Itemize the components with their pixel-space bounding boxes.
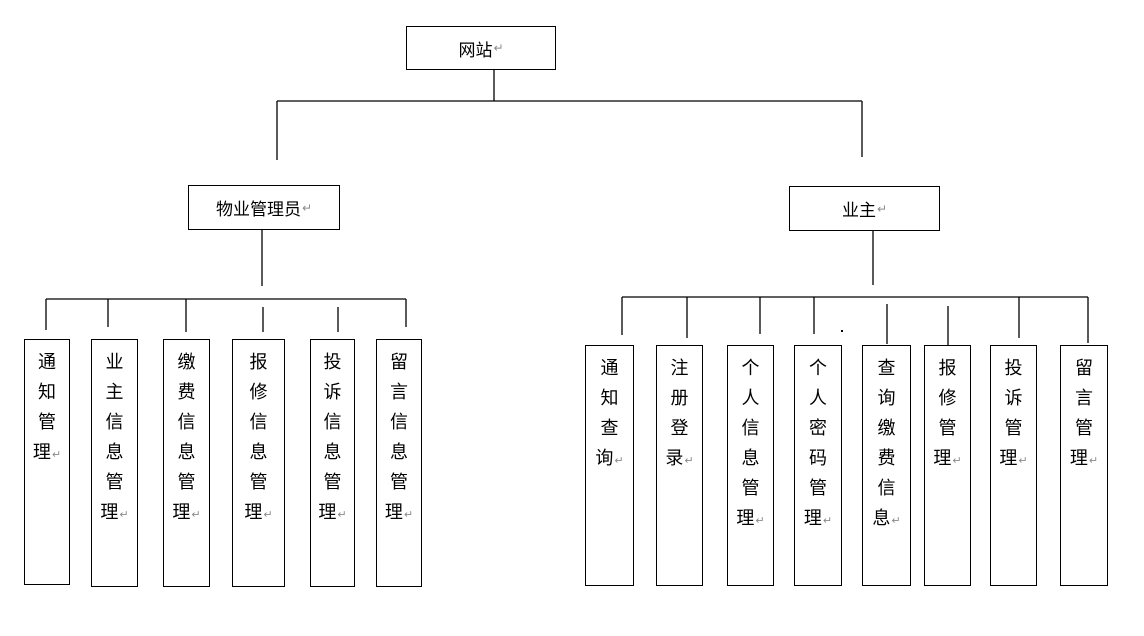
return-mark-icon: ↵ xyxy=(755,514,765,527)
leaf-node: 通知查询↵ xyxy=(585,345,634,586)
leaf-label: 通知管理↵ xyxy=(32,352,62,463)
leaf-label: 报修管理↵ xyxy=(933,358,962,469)
return-mark-icon: ↵ xyxy=(403,508,414,521)
return-mark-icon: ↵ xyxy=(263,508,273,521)
leaf-node: 报修信息管理↵ xyxy=(232,339,285,587)
leaf-label: 报修信息管理↵ xyxy=(244,352,273,523)
leaf-label: 投诉信息管理↵ xyxy=(318,352,347,523)
return-mark-icon: ↵ xyxy=(684,454,694,467)
leaf-node: 缴费信息管理↵ xyxy=(163,339,210,587)
root-node: 网站↵ xyxy=(406,26,556,70)
leaf-node: 投诉信息管理↵ xyxy=(310,339,355,587)
branch-node-owner: 业主↵ xyxy=(789,186,940,231)
leaf-label: 通知查询↵ xyxy=(595,358,624,469)
leaf-node: 通知管理↵ xyxy=(24,339,70,585)
leaf-node: 注册登录↵ xyxy=(656,345,703,586)
return-mark-icon: ↵ xyxy=(614,454,624,467)
return-mark-icon: ↵ xyxy=(891,514,901,527)
leaf-node: 报修管理↵ xyxy=(924,345,971,586)
return-mark-icon: ↵ xyxy=(876,201,888,216)
return-mark-icon: ↵ xyxy=(822,514,833,527)
branch-label: 业主 xyxy=(841,201,876,221)
leaf-label: 个人信息管理↵ xyxy=(736,358,765,529)
return-mark-icon: ↵ xyxy=(337,508,347,521)
stray-dot xyxy=(841,330,843,332)
leaf-node: 投诉管理↵ xyxy=(990,345,1037,586)
leaf-node: 个人密码管理↵ xyxy=(794,345,842,586)
leaf-label: 投诉管理↵ xyxy=(999,358,1028,469)
return-mark-icon: ↵ xyxy=(301,200,313,215)
return-mark-icon: ↵ xyxy=(1018,454,1028,467)
leaf-label: 缴费信息管理↵ xyxy=(172,352,201,523)
leaf-label: 留言信息管理↵ xyxy=(384,352,414,523)
leaf-label: 留言管理↵ xyxy=(1069,358,1099,469)
return-mark-icon: ↵ xyxy=(952,454,962,467)
return-mark-icon: ↵ xyxy=(191,508,201,521)
return-mark-icon: ↵ xyxy=(51,448,62,461)
leaf-label: 个人密码管理↵ xyxy=(803,358,833,529)
branch-label: 物业管理员 xyxy=(215,200,301,220)
leaf-label: 业主信息管理↵ xyxy=(100,352,129,523)
leaf-node: 留言信息管理↵ xyxy=(376,339,422,587)
leaf-node: 个人信息管理↵ xyxy=(727,345,774,586)
leaf-label: 注册登录↵ xyxy=(665,358,694,469)
return-mark-icon: ↵ xyxy=(493,41,504,55)
leaf-node: 查询缴费信息↵ xyxy=(862,345,911,586)
root-label: 网站 xyxy=(458,40,493,61)
leaf-label: 查询缴费信息↵ xyxy=(872,358,901,529)
return-mark-icon: ↵ xyxy=(119,508,129,521)
leaf-node: 留言管理↵ xyxy=(1060,345,1108,586)
branch-node-admin: 物业管理员↵ xyxy=(188,185,340,230)
leaf-node: 业主信息管理↵ xyxy=(91,339,138,587)
return-mark-icon: ↵ xyxy=(1088,454,1099,467)
